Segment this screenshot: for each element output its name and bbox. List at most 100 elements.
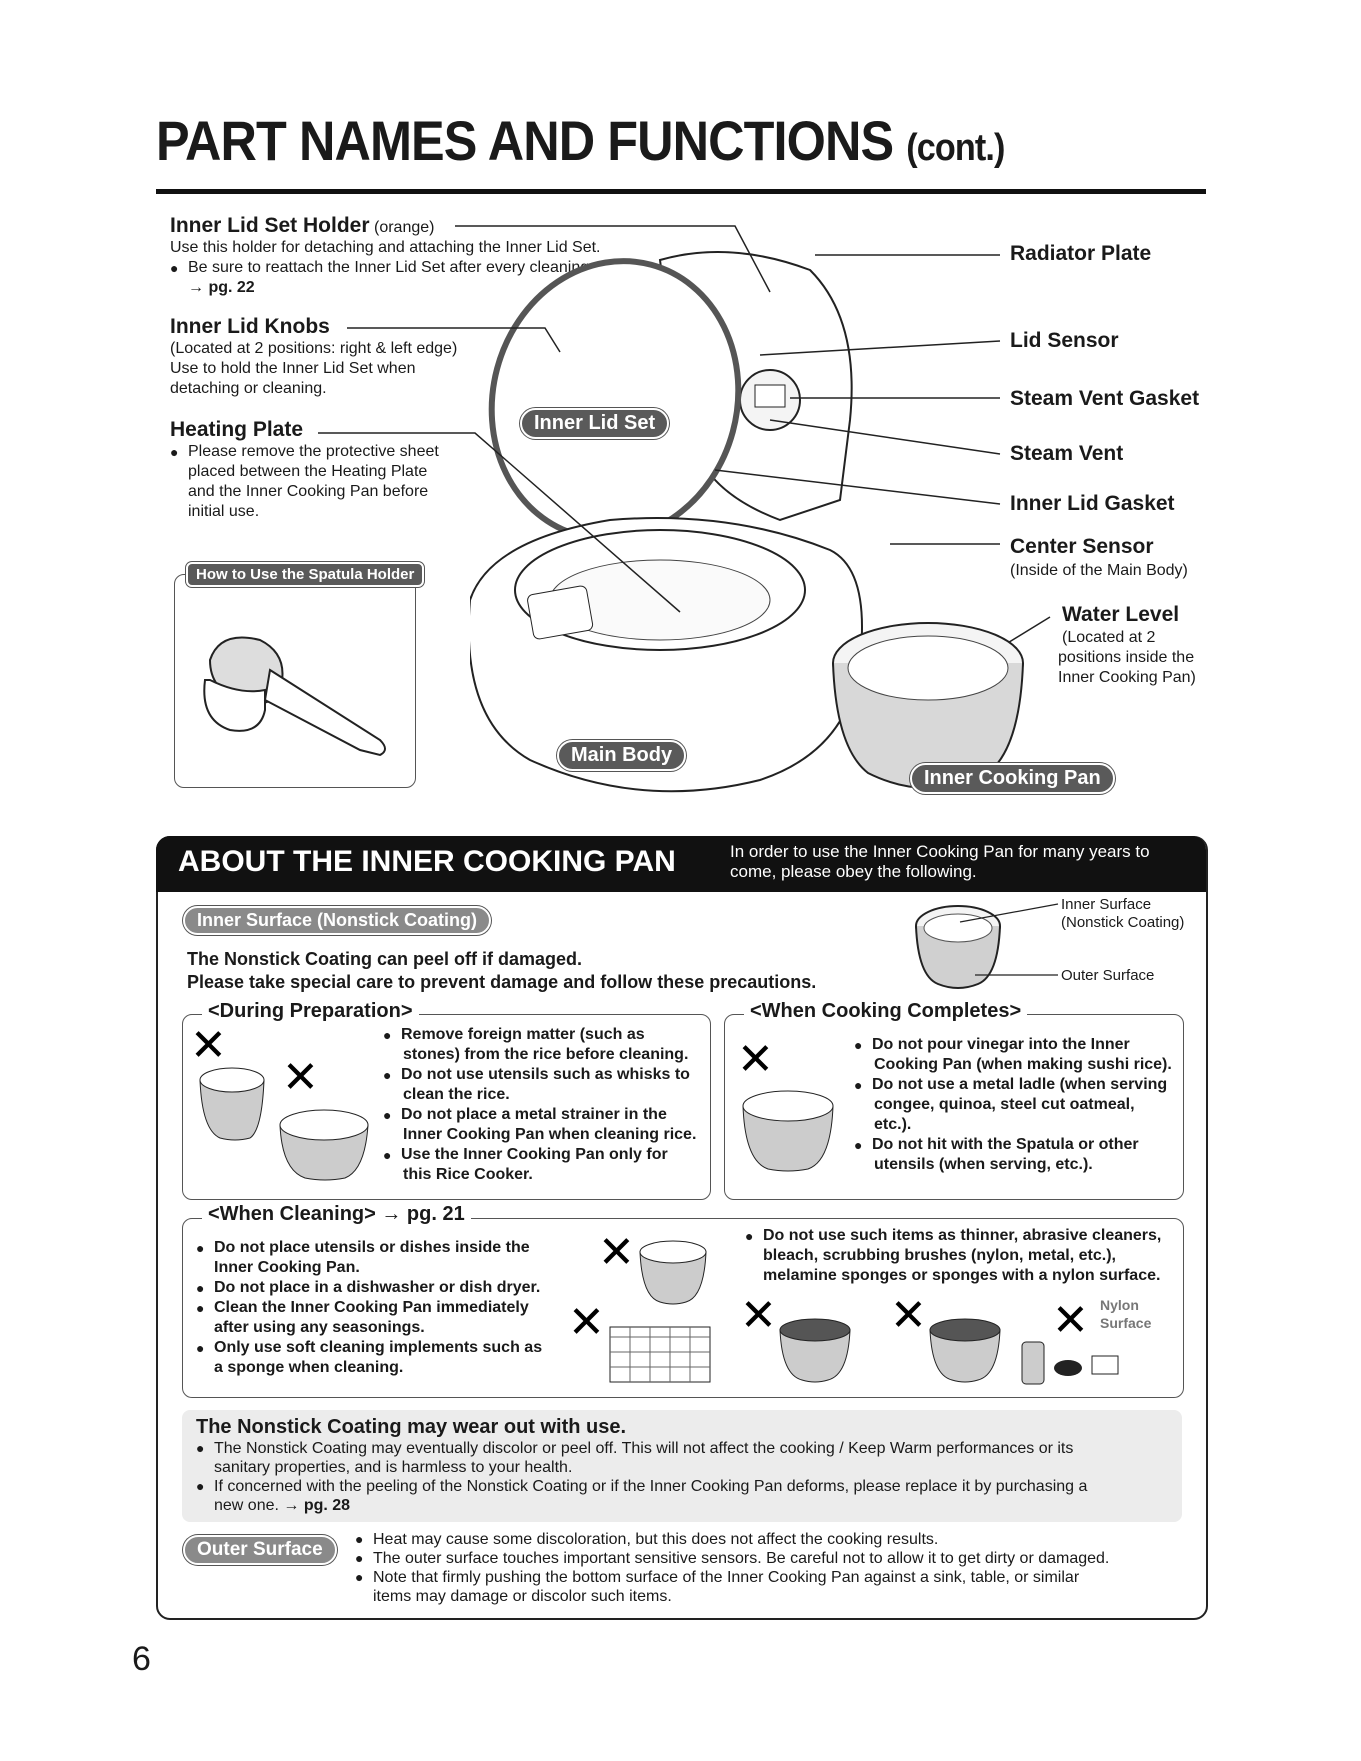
wear-heading: The Nonstick Coating may wear out with u…	[196, 1416, 626, 1439]
callout-steam-vent: Steam Vent	[1010, 442, 1123, 466]
cleaning-line: Inner Cooking Pan.	[196, 1258, 566, 1278]
cleaning-bullet: Do not place utensils or dishes inside t…	[196, 1238, 566, 1258]
prep-illustration: ✕ ✕	[190, 1030, 380, 1190]
callout-steam-vent-gasket: Steam Vent Gasket	[1010, 387, 1199, 411]
title-cont: (cont.)	[906, 127, 1004, 169]
callout-inner-lid-knobs: Inner Lid Knobs (Located at 2 positions:…	[170, 315, 500, 399]
callout-note: (orange)	[374, 219, 434, 236]
callout-water-level: Water Level	[1062, 603, 1179, 627]
callout-center-sensor-note: (Inside of the Main Body)	[1010, 561, 1188, 581]
callout-center-sensor: Center Sensor	[1010, 535, 1154, 559]
cleaning-bullet: Do not use such items as thinner, abrasi…	[745, 1226, 1185, 1246]
complete-bullets: Do not pour vinegar into the Inner Cooki…	[854, 1035, 1184, 1175]
title-rule	[156, 189, 1206, 194]
inner-surface-pill: Inner Surface (Nonstick Coating)	[183, 906, 491, 935]
callout-water-level-note: positions inside the	[1058, 648, 1194, 668]
outer-line: items may damage or discolor such items.	[355, 1587, 1195, 1606]
about-intro-line: In order to use the Inner Cooking Pan fo…	[730, 842, 1150, 862]
prep-bullet: Do not place a metal strainer in the	[383, 1105, 708, 1125]
prep-bullets: Remove foreign matter (such as stones) f…	[383, 1025, 708, 1185]
complete-bullet: Do not hit with the Spatula or other	[854, 1135, 1184, 1155]
cleaning-line: bleach, scrubbing brushes (nylon, metal,…	[745, 1246, 1185, 1266]
callout-line: detaching or cleaning.	[170, 379, 500, 399]
cleaning-bullet: Only use soft cleaning implements such a…	[196, 1338, 566, 1358]
nylon-label-line: Nylon	[1100, 1296, 1151, 1314]
wear-bullets: The Nonstick Coating may eventually disc…	[196, 1439, 1176, 1515]
outer-bullet: The outer surface touches important sens…	[355, 1549, 1195, 1568]
cleaning-heading: <When Cleaning> → pg. 21	[202, 1203, 471, 1226]
label-inner-cooking-pan: Inner Cooking Pan	[910, 763, 1115, 794]
cleaning-line: melamine sponges or sponges with a nylon…	[745, 1266, 1185, 1286]
callout-label: Inner Lid Knobs	[170, 315, 500, 339]
complete-line: Cooking Pan (when making sushi rice).	[854, 1055, 1184, 1075]
complete-line: etc.).	[854, 1115, 1184, 1135]
callout-bullet: Please remove the protective sheet	[170, 442, 470, 462]
cleaning-bullets-left: Do not place utensils or dishes inside t…	[196, 1238, 566, 1378]
coating-warning: The Nonstick Coating can peel off if dam…	[187, 948, 816, 994]
callout-line: and the Inner Cooking Pan before	[170, 482, 470, 502]
complete-bullet: Do not pour vinegar into the Inner	[854, 1035, 1184, 1055]
about-heading: ABOUT THE INNER COOKING PAN	[178, 845, 676, 879]
cleaning-line: after using any seasonings.	[196, 1318, 566, 1338]
wear-bullet: The Nonstick Coating may eventually disc…	[196, 1439, 1176, 1458]
complete-illustration: ✕	[733, 1036, 853, 1186]
outer-surface-pill: Outer Surface	[183, 1535, 337, 1565]
prep-bullet: Use the Inner Cooking Pan only for	[383, 1145, 708, 1165]
prep-line: Inner Cooking Pan when cleaning rice.	[383, 1125, 708, 1145]
callout-line: placed between the Heating Plate	[170, 462, 470, 482]
callout-line: Use to hold the Inner Lid Set when	[170, 359, 500, 379]
page-ref: → pg. 28	[283, 1497, 350, 1514]
x-mark-icon: ✕	[190, 1030, 227, 1071]
cleaning-bullets-right: Do not use such items as thinner, abrasi…	[745, 1226, 1185, 1286]
prep-bullet: Do not use utensils such as whisks to	[383, 1065, 708, 1085]
coating-warning-line: The Nonstick Coating can peel off if dam…	[187, 948, 816, 971]
callout-lid-sensor: Lid Sensor	[1010, 329, 1119, 353]
prep-heading: <During Preparation>	[202, 1000, 419, 1023]
callout-label: Heating Plate	[170, 418, 470, 442]
cleaning-dish-illustration: ✕ ✕	[568, 1222, 718, 1392]
page-ref: → pg. 21	[381, 1203, 464, 1225]
x-mark-icon: ✕	[568, 1297, 605, 1348]
wear-bullet: If concerned with the peeling of the Non…	[196, 1477, 1176, 1496]
outer-bullet: Note that firmly pushing the bottom surf…	[355, 1568, 1195, 1587]
cleaning-line: a sponge when cleaning.	[196, 1358, 566, 1378]
about-intro: In order to use the Inner Cooking Pan fo…	[730, 842, 1150, 882]
callout-water-level-note: Inner Cooking Pan)	[1058, 668, 1196, 688]
spatula-holder-label: How to Use the Spatula Holder	[186, 562, 424, 587]
wear-line: new one.	[214, 1497, 279, 1514]
pan-inner-label-line: (Nonstick Coating)	[1061, 914, 1184, 932]
x-mark-icon: ✕	[740, 1290, 777, 1341]
prep-line: this Rice Cooker.	[383, 1165, 708, 1185]
nylon-label-line: Surface	[1100, 1314, 1151, 1332]
callout-inner-lid-gasket: Inner Lid Gasket	[1010, 492, 1175, 516]
nylon-surface-label: Nylon Surface	[1100, 1296, 1151, 1332]
page-number: 6	[132, 1640, 151, 1679]
spatula-illustration	[180, 600, 410, 780]
label-inner-lid-set: Inner Lid Set	[520, 408, 669, 439]
complete-line: congee, quinoa, steel cut oatmeal,	[854, 1095, 1184, 1115]
coating-warning-line: Please take special care to prevent dama…	[187, 971, 816, 994]
prep-bullet: Remove foreign matter (such as	[383, 1025, 708, 1045]
complete-bullet: Do not use a metal ladle (when serving	[854, 1075, 1184, 1095]
cleaning-bullet: Clean the Inner Cooking Pan immediately	[196, 1298, 566, 1318]
x-mark-icon: ✕	[737, 1036, 774, 1085]
callout-water-level-note: (Located at 2	[1062, 628, 1155, 648]
cleaning-tools-illustration: ✕ ✕ ✕	[740, 1290, 1140, 1390]
callout-line: (Located at 2 positions: right & left ed…	[170, 339, 500, 359]
prep-line: stones) from the rice before cleaning.	[383, 1045, 708, 1065]
x-mark-icon: ✕	[598, 1227, 635, 1278]
about-intro-line: come, please obey the following.	[730, 862, 1150, 882]
pan-inner-label: Inner Surface (Nonstick Coating)	[1061, 896, 1184, 932]
small-pan-illustration	[908, 896, 1008, 996]
callout-radiator-plate: Radiator Plate	[1010, 242, 1151, 266]
x-mark-icon: ✕	[1052, 1295, 1089, 1346]
cleaning-heading-text: <When Cleaning>	[208, 1203, 376, 1225]
pan-inner-label-line: Inner Surface	[1061, 896, 1184, 914]
outer-bullets: Heat may cause some discoloration, but t…	[355, 1530, 1195, 1606]
wear-line: sanitary properties, and is harmless to …	[196, 1458, 1176, 1477]
cleaning-bullet: Do not place in a dishwasher or dish dry…	[196, 1278, 566, 1298]
x-mark-icon: ✕	[282, 1052, 319, 1103]
rice-cooker-illustration	[470, 240, 870, 820]
callout-line: initial use.	[170, 502, 470, 522]
callout-heating-plate: Heating Plate Please remove the protecti…	[170, 418, 470, 522]
